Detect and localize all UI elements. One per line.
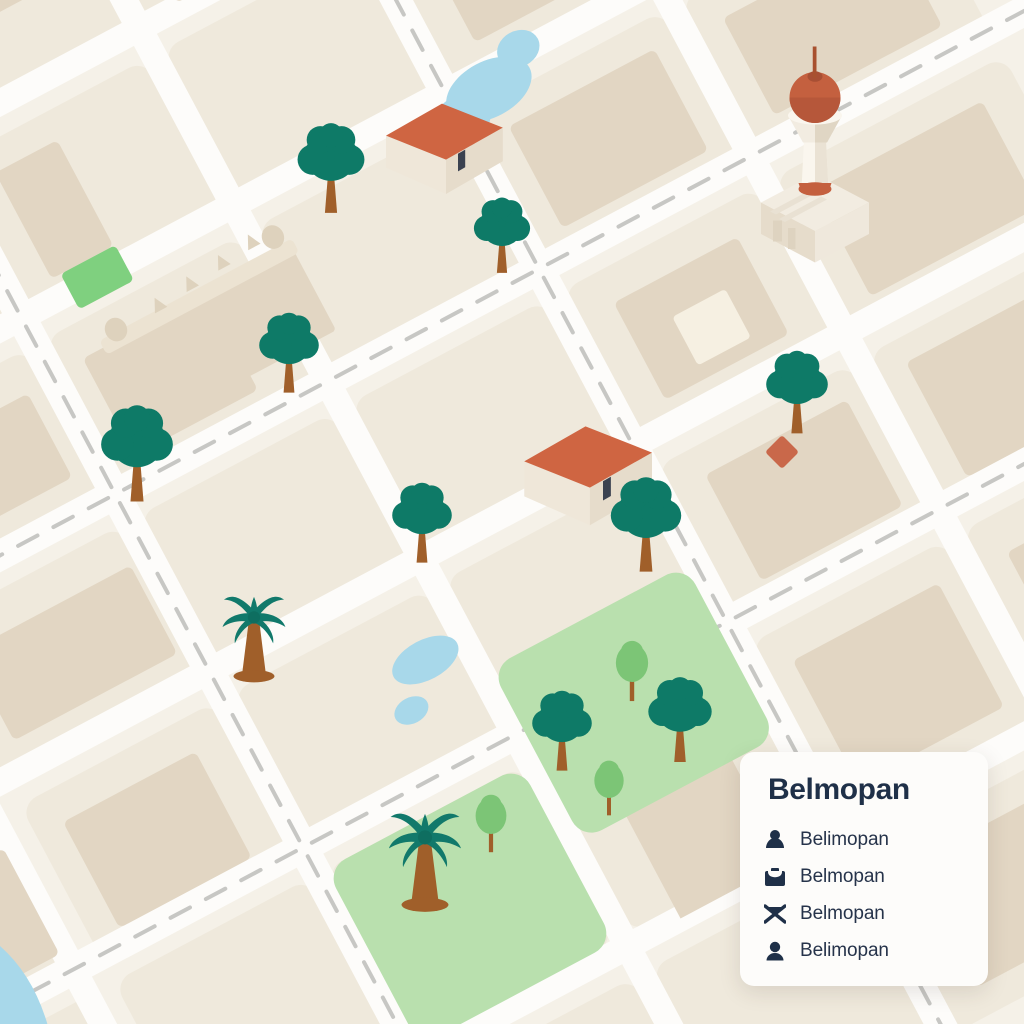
person-icon (764, 940, 786, 962)
cross-mail-icon (764, 903, 786, 925)
legend-item[interactable]: Belimopan (764, 933, 968, 970)
legend-item-label: Belmopan (800, 866, 885, 887)
legend-item-label: Belimopan (800, 940, 889, 961)
legend-item-label: Belmopan (800, 903, 885, 924)
legend-item-label: Belimopan (800, 829, 889, 850)
legend-item[interactable]: Belmopan (764, 896, 968, 933)
map-legend-panel[interactable]: Belmopan Belimopan Belmopan (740, 752, 988, 986)
legend-title: Belmopan (768, 773, 910, 806)
diamond-marker (766, 436, 798, 468)
location-pin-icon (764, 829, 786, 851)
legend-item[interactable]: Belmopan (764, 859, 968, 896)
legend-item[interactable]: Belimopan (764, 822, 968, 859)
briefcase-icon (764, 866, 786, 888)
